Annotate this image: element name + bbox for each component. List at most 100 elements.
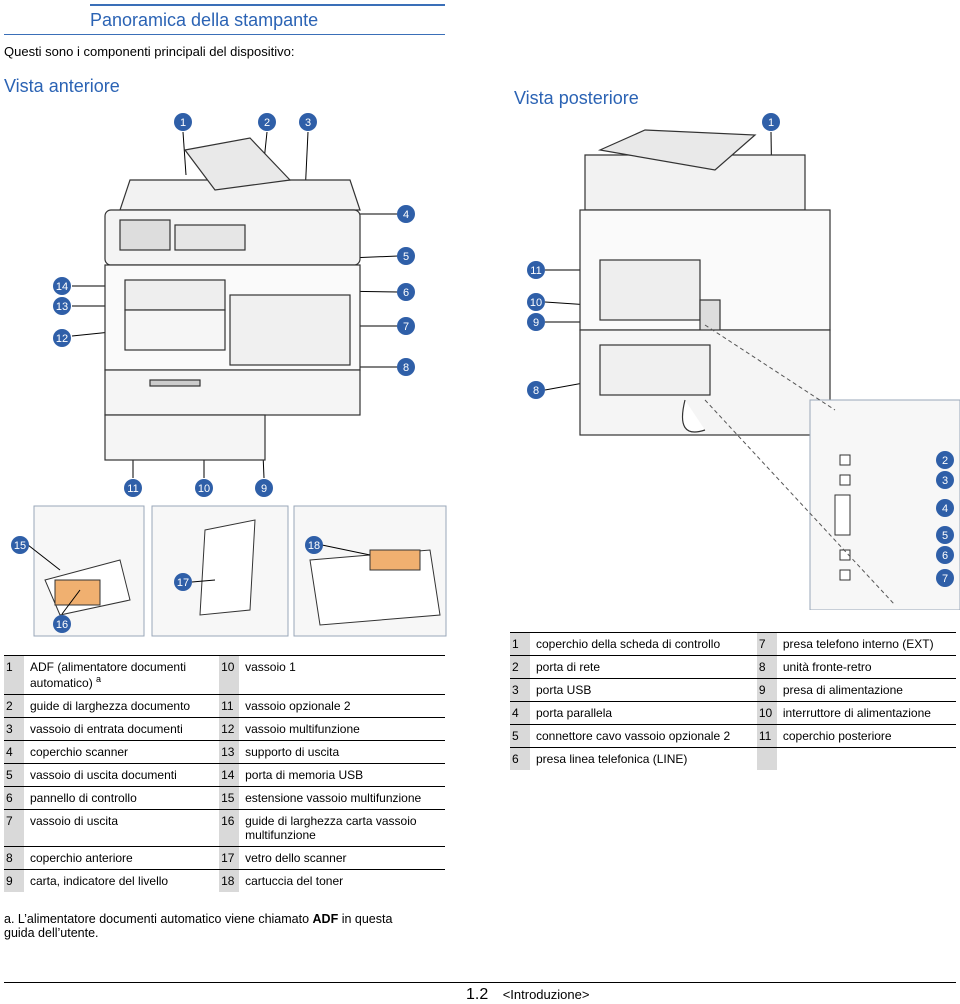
item-label: presa di alimentazione <box>776 678 956 702</box>
item-number-text: 18 <box>221 874 235 888</box>
item-number-text: 5 <box>512 729 519 743</box>
item-number: 12 <box>219 717 240 741</box>
item-number-text: 1 <box>512 637 519 651</box>
item-label-text: porta parallela <box>536 706 613 720</box>
item-number-text: 9 <box>758 683 766 697</box>
item-number: 8 <box>4 846 24 870</box>
item-label: vassoio di uscita documenti <box>24 763 220 787</box>
svg-text:15: 15 <box>14 540 26 552</box>
item-label: porta di memoria USB <box>239 763 445 787</box>
item-number-text: 14 <box>221 768 235 782</box>
intro-text: Questi sono i componenti principali del … <box>4 44 295 59</box>
item-number-text: 11 <box>758 729 772 743</box>
svg-text:1: 1 <box>180 117 186 129</box>
item-number: 9 <box>756 678 777 702</box>
item-label-text: vassoio multifunzione <box>245 722 360 736</box>
item-label: estensione vassoio multifunzione <box>239 786 445 810</box>
item-number-text: 12 <box>221 722 235 736</box>
item-number: 4 <box>4 740 24 764</box>
item-label-text: pannello di controllo <box>30 791 137 805</box>
item-number-text: 3 <box>512 683 519 697</box>
item-label-text: guide di larghezza carta vassoio multifu… <box>245 814 417 842</box>
item-number: 9 <box>4 869 24 892</box>
item-label <box>776 747 956 770</box>
item-number: 3 <box>4 717 24 741</box>
item-label: vassoio 1 <box>239 655 445 695</box>
item-number: 18 <box>219 869 240 892</box>
rear-view-title: Vista posteriore <box>514 88 639 108</box>
svg-text:11: 11 <box>530 265 541 277</box>
page-title-bar: Panoramica della stampante <box>90 4 445 31</box>
item-number-text: 6 <box>512 752 519 766</box>
item-label: carta, indicatore del livello <box>24 869 220 892</box>
item-number-text: 4 <box>512 706 519 720</box>
item-label: supporto di uscita <box>239 740 445 764</box>
title-divider <box>4 34 445 35</box>
item-number: 16 <box>219 809 240 847</box>
svg-text:5: 5 <box>403 251 409 263</box>
svg-text:5: 5 <box>942 530 948 542</box>
svg-text:7: 7 <box>403 321 409 333</box>
item-number-text: 2 <box>512 660 519 674</box>
item-number-text: 13 <box>221 745 235 759</box>
item-label: pannello di controllo <box>24 786 220 810</box>
item-label-text: coperchio posteriore <box>782 729 892 743</box>
item-number-text: 6 <box>6 791 13 805</box>
item-number: 1 <box>510 632 530 656</box>
item-label: porta parallela <box>530 701 757 725</box>
item-label-text: ADF (alimentatore documenti automatico) <box>30 660 187 690</box>
footnote: a. L’alimentatore documenti automatico v… <box>4 912 424 940</box>
svg-text:6: 6 <box>403 287 409 299</box>
table-row: 4 coperchio scanner 13 supporto di uscita <box>4 740 445 764</box>
svg-text:10: 10 <box>198 483 210 495</box>
svg-text:16: 16 <box>56 619 68 631</box>
item-number: 7 <box>756 632 777 656</box>
page-title: Panoramica della stampante <box>90 10 319 30</box>
item-number-text: 7 <box>6 814 13 828</box>
footnote-before: a. L’alimentatore documenti automatico v… <box>4 912 313 926</box>
item-label: vassoio multifunzione <box>239 717 445 741</box>
item-label: presa telefono interno (EXT) <box>776 632 956 656</box>
item-label: coperchio scanner <box>24 740 220 764</box>
section-name: <Introduzione> <box>502 987 590 1002</box>
item-number-text: 16 <box>221 814 235 828</box>
item-number-text: 2 <box>6 699 13 713</box>
rear-view-illustration: 1 11 10 9 8 2 3 4 5 6 7 <box>527 113 960 610</box>
svg-text:4: 4 <box>942 503 948 515</box>
item-label-text: vassoio opzionale 2 <box>245 699 351 713</box>
item-label-text: coperchio della scheda di controllo <box>536 637 721 651</box>
svg-text:6: 6 <box>942 550 948 562</box>
item-number <box>756 747 777 770</box>
svg-text:8: 8 <box>403 362 409 374</box>
item-label-text: porta di rete <box>536 660 601 674</box>
item-number-text: 3 <box>6 722 13 736</box>
item-number-text: 10 <box>221 660 235 674</box>
svg-text:9: 9 <box>261 483 267 495</box>
item-label-text: coperchio anteriore <box>30 851 133 865</box>
item-number-text: 15 <box>221 791 235 805</box>
page-number: 1.2 <box>466 986 489 1003</box>
item-number: 17 <box>219 846 240 870</box>
item-label: coperchio della scheda di controllo <box>530 632 757 656</box>
item-label-text: interruttore di alimentazione <box>782 706 931 720</box>
table-row: 4 porta parallela 10 interruttore di alimen… <box>510 701 956 725</box>
item-number: 10 <box>756 701 777 725</box>
item-label-text: coperchio scanner <box>30 745 129 759</box>
svg-text:3: 3 <box>305 117 311 129</box>
footer-divider <box>4 982 956 983</box>
item-number: 13 <box>219 740 240 764</box>
item-number-text: 17 <box>221 851 235 865</box>
svg-text:14: 14 <box>56 281 68 293</box>
svg-text:3: 3 <box>942 475 948 487</box>
item-number: 6 <box>4 786 24 810</box>
